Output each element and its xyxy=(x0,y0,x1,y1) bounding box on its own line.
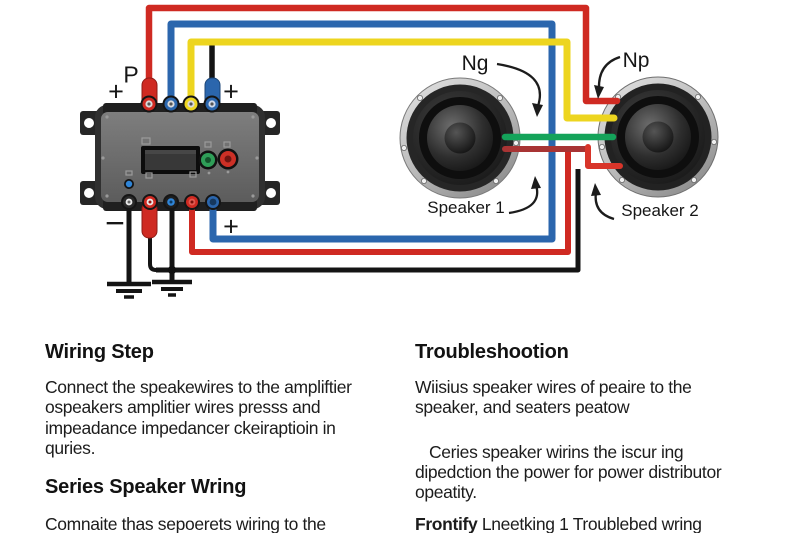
amp-top-terminals[interactable] xyxy=(140,95,221,113)
wire-red-bottom-loop xyxy=(189,149,571,255)
wire-yellow xyxy=(187,38,618,122)
ng-arrowhead xyxy=(532,103,543,117)
faceplate-screws xyxy=(101,115,259,198)
wire-blue-loop xyxy=(167,20,556,243)
mount-hole xyxy=(266,118,276,128)
np-arrow xyxy=(597,55,621,90)
red-button[interactable] xyxy=(217,148,239,170)
amp-display-screen xyxy=(145,150,196,170)
terminal-blue2-top xyxy=(203,95,221,113)
wire-red-top xyxy=(145,4,621,105)
speaker1-arrow xyxy=(508,184,539,215)
terminal-yellow-top xyxy=(182,95,200,113)
faceplate-icon-glyphs xyxy=(125,137,231,179)
speaker2-label: Speaker 2 xyxy=(621,201,699,220)
terminal-black-bottom xyxy=(121,194,137,210)
troubleshooting-heading: Troubleshootion xyxy=(415,341,569,363)
speaker1-arrowhead xyxy=(531,176,541,189)
paragraph-line: Ceries speaker wirins the iscur ing xyxy=(429,442,684,462)
minus-label-bottom: − xyxy=(105,204,125,243)
mount-hole xyxy=(84,188,94,198)
series-speaker-wiring-heading: Series Speaker Wring xyxy=(45,476,247,498)
terminal-red2-bottom xyxy=(184,194,200,210)
paragraph-line: impeadance impedancer ckeiraptioin in xyxy=(45,418,336,438)
p-label: P xyxy=(123,61,139,88)
amp-bottom-terminals[interactable] xyxy=(121,194,221,210)
brand-name: Frontify xyxy=(415,514,478,533)
mount-hole xyxy=(266,188,276,198)
amp-display-glare xyxy=(145,150,196,154)
wire-black-ground-network xyxy=(107,169,581,299)
terminal-red-top xyxy=(140,95,158,113)
paragraph-line: dipedction the power for power distribut… xyxy=(415,462,722,482)
paragraph-line: Comnaite thas sepoerets wiring to the xyxy=(45,514,326,533)
paragraph-line: speaker, and seaters peatow xyxy=(415,397,630,417)
left-text-column: Wiring Step Connect the speakewires to t… xyxy=(45,0,397,533)
paragraph-line: Wiisius speaker wires of peaire to the xyxy=(415,377,692,397)
paragraph-line: ospeakers amplitier wires presss and xyxy=(45,397,321,417)
paragraph-line: Connect the speakewires to the ampliftie… xyxy=(45,377,352,397)
speaker2-arrowhead xyxy=(591,183,601,196)
mount-hole xyxy=(84,118,94,128)
green-button[interactable] xyxy=(198,150,218,170)
ng-label: Ng xyxy=(461,52,489,75)
speaker-2 xyxy=(597,76,719,198)
speaker1-label: Speaker 1 xyxy=(427,198,505,217)
plus-label-bottom: + xyxy=(223,211,239,242)
blue-led-button[interactable] xyxy=(124,179,134,189)
footer-line: Frontify Lneetking 1 Troublebed wring xyxy=(415,514,702,533)
wire-red-speaker2-jog xyxy=(585,144,623,169)
speaker-1 xyxy=(399,77,521,199)
terminal-blue-bottom xyxy=(163,194,179,210)
paragraph-line: quries. xyxy=(45,438,96,458)
terminal-blue2-bottom xyxy=(205,194,221,210)
footer-text: Lneetking 1 Troublebed wring xyxy=(477,514,702,533)
plus-label-top-left: + xyxy=(108,76,124,107)
paragraph-line: opeatity. xyxy=(415,482,477,502)
wiring-step-heading: Wiring Step xyxy=(45,341,154,363)
wire-junction-dot xyxy=(167,265,177,275)
speaker-screws xyxy=(400,95,520,184)
speaker-wiring-diagram xyxy=(80,4,719,299)
plus-label-top-right: + xyxy=(223,76,239,107)
terminal-blue-top xyxy=(162,95,180,113)
right-text-column: Troubleshootion Wiisius speaker wires of… xyxy=(415,0,795,533)
terminal-red-bottom xyxy=(142,194,158,210)
ng-arrow xyxy=(496,62,541,107)
np-arrowhead xyxy=(594,85,604,99)
np-label: Np xyxy=(622,49,650,72)
